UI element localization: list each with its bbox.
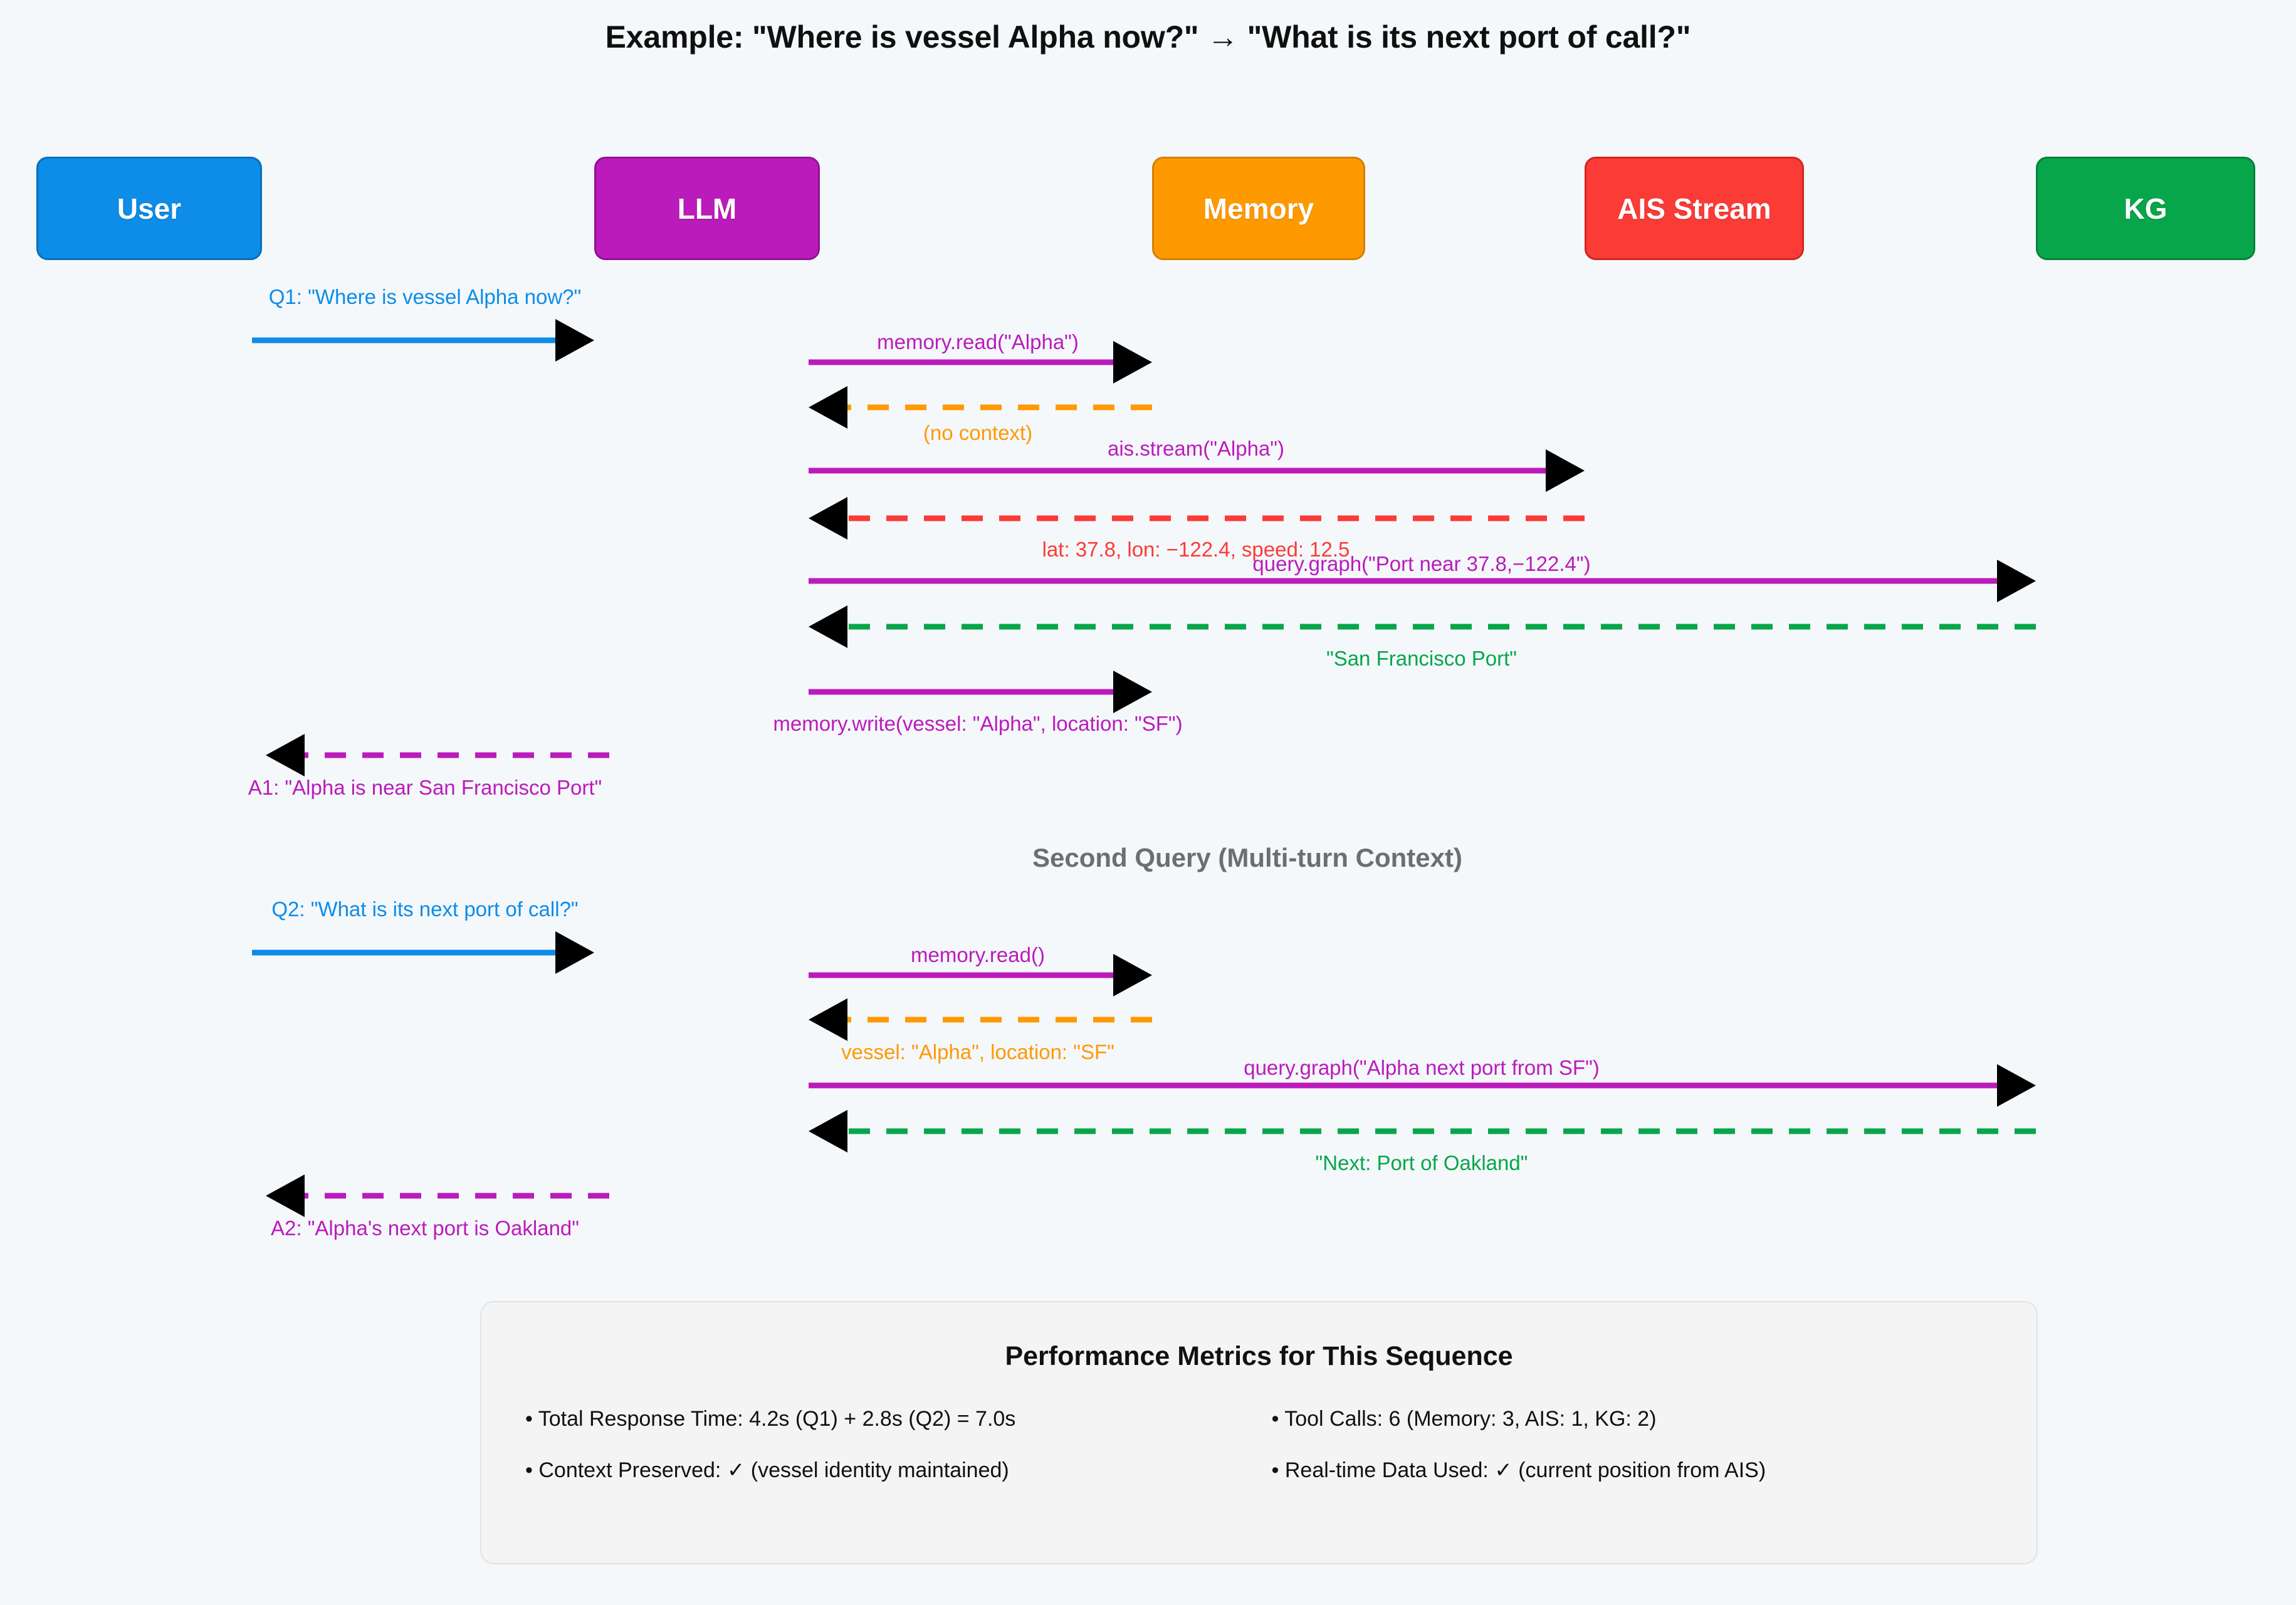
message-label-kg-return-2: "Next: Port of Oakland" (1315, 1151, 1528, 1174)
metric-item: • Real-time Data Used: ✓ (current positi… (1271, 1458, 1766, 1482)
section-divider-second-query: Second Query (Multi-turn Context) (1032, 843, 1462, 872)
message-arrow-mem-write (809, 671, 1152, 713)
participant-user[interactable]: User (36, 157, 262, 260)
message-arrow-a1 (266, 734, 609, 776)
message-arrow-mem-return-2 (809, 998, 1152, 1041)
arrowhead (1113, 954, 1152, 996)
message-arrow-q2 (252, 931, 594, 974)
message-arrow-mem-read-2 (809, 954, 1152, 996)
page-title: Example: "Where is vessel Alpha now?" → … (605, 19, 1691, 55)
arrowhead (1546, 449, 1585, 492)
message-label-mem-write: memory.write(vessel: "Alpha", location: … (773, 712, 1183, 735)
arrowhead (555, 931, 594, 974)
message-label-a2: A2: "Alpha's next port is Oakland" (271, 1216, 579, 1240)
message-label-no-context: (no context) (923, 421, 1033, 444)
participant-label: LLM (677, 192, 737, 225)
performance-metrics-panel: Performance Metrics for This Sequence • … (480, 1301, 2038, 1564)
metrics-list: • Total Response Time: 4.2s (Q1) + 2.8s … (481, 1407, 2037, 1483)
arrowhead (555, 319, 594, 362)
participant-label: Memory (1203, 192, 1314, 225)
metric-item: • Context Preserved: ✓ (vessel identity … (525, 1458, 1009, 1482)
message-label-ais-return: lat: 37.8, lon: −122.4, speed: 12.5 (1042, 538, 1350, 561)
arrowhead (1113, 671, 1152, 713)
arrowhead (809, 386, 847, 429)
message-arrow-kg-query-1 (809, 560, 2036, 602)
arrowhead (1997, 560, 2036, 602)
participant-llm[interactable]: LLM (594, 157, 820, 260)
arrowhead (809, 1110, 847, 1153)
arrowhead (809, 497, 847, 540)
message-label-kg-return-1: "San Francisco Port" (1326, 647, 1518, 670)
participant-label: KG (2124, 192, 2168, 225)
message-label-mem-read-2: memory.read() (911, 943, 1045, 966)
message-arrow-q1 (252, 319, 594, 362)
arrowhead (266, 734, 305, 776)
message-arrow-mem-read-1 (809, 341, 1152, 384)
message-label-kg-query-1: query.graph("Port near 37.8,−122.4") (1252, 552, 1591, 575)
metrics-title: Performance Metrics for This Sequence (1005, 1341, 1513, 1371)
message-label-q2: Q2: "What is its next port of call?" (271, 897, 579, 921)
participant-kg[interactable]: KG (2036, 157, 2255, 260)
message-label-q1: Q1: "Where is vessel Alpha now?" (268, 285, 582, 308)
participant-memory[interactable]: Memory (1152, 157, 1365, 260)
message-arrow-kg-return-1 (809, 605, 2036, 648)
arrowhead (1997, 1064, 2036, 1107)
message-label-mem-read-1: memory.read("Alpha") (877, 330, 1079, 353)
participant-label: AIS Stream (1617, 192, 1771, 225)
message-label-mem-return-2: vessel: "Alpha", location: "SF" (841, 1040, 1114, 1064)
message-label-kg-query-2: query.graph("Alpha next port from SF") (1244, 1056, 1600, 1079)
metric-item: • Total Response Time: 4.2s (Q1) + 2.8s … (525, 1407, 1016, 1431)
message-arrow-no-context (809, 386, 1152, 429)
message-arrow-kg-query-2 (809, 1064, 2036, 1107)
arrowhead (1113, 341, 1152, 384)
message-arrow-kg-return-2 (809, 1110, 2036, 1153)
message-label-ais-stream: ais.stream("Alpha") (1107, 437, 1285, 460)
message-label-a1: A1: "Alpha is near San Francisco Port" (248, 776, 602, 799)
message-arrow-a2 (266, 1174, 609, 1217)
participant-ais-stream[interactable]: AIS Stream (1585, 157, 1804, 260)
arrowhead (266, 1174, 305, 1217)
message-arrow-ais-return (809, 497, 1585, 540)
arrowhead (809, 998, 847, 1041)
arrowhead (809, 605, 847, 648)
participant-label: User (117, 192, 182, 225)
message-arrow-ais-stream (809, 449, 1585, 492)
metric-item: • Tool Calls: 6 (Memory: 3, AIS: 1, KG: … (1271, 1407, 1657, 1431)
